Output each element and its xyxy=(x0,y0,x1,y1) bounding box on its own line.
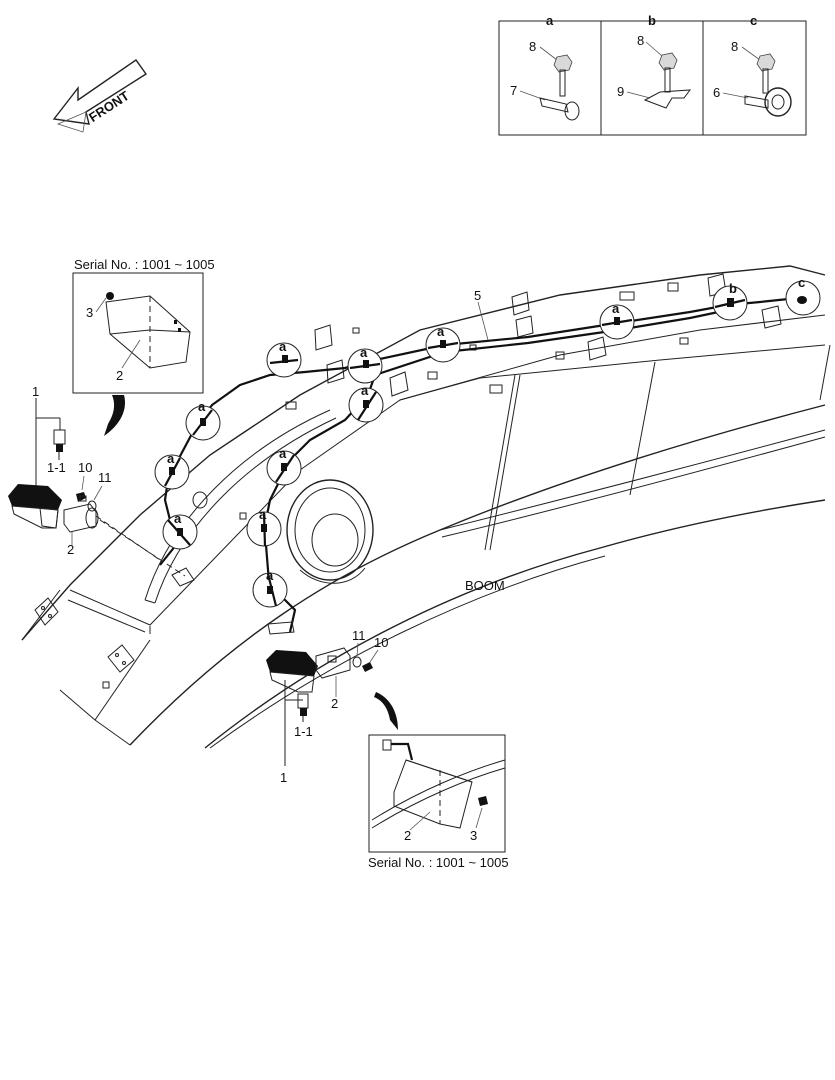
clip-label: a xyxy=(279,339,287,354)
clip-callout-a: a xyxy=(246,507,282,547)
arrow-pointer-icon xyxy=(374,692,398,730)
inset-upper: Serial No. : 1001 ~ 1005 3 2 xyxy=(72,257,215,436)
clip-callouts: a a a a b c xyxy=(154,275,821,608)
lamp-icon xyxy=(266,650,318,693)
boom-pin-boss xyxy=(286,479,374,584)
clip-label: a xyxy=(259,507,267,522)
clip-label: a xyxy=(612,301,620,316)
hinge-plate xyxy=(34,597,59,626)
clip-callout-a: a xyxy=(266,339,302,378)
detail-c-part-label: 6 xyxy=(713,85,720,100)
inset-upper-bracket-label: 2 xyxy=(116,368,123,383)
detail-b-bolt-label: 8 xyxy=(637,33,644,48)
left-lamp-assembly: 1 1-1 10 11 2 xyxy=(8,384,186,577)
grommet-clip-icon xyxy=(744,87,792,117)
clip-callout-a: a xyxy=(252,568,288,608)
bulb-icon xyxy=(297,693,309,722)
detail-header-a: a xyxy=(546,13,554,28)
right-lamp-label: 1 xyxy=(280,770,287,785)
arrow-pointer-icon xyxy=(104,395,126,436)
detail-column-c: c 8 6 xyxy=(713,13,792,117)
boom-label: BOOM xyxy=(465,578,505,593)
detail-a-part-label: 7 xyxy=(510,83,517,98)
right-bracket-label: 2 xyxy=(331,696,338,711)
detail-c-bolt-label: 8 xyxy=(731,39,738,54)
bolt-icon xyxy=(76,492,87,502)
clip-label: a xyxy=(360,345,368,360)
right-lamp-assembly: 11 10 2 1-1 1 xyxy=(266,621,398,785)
right-bulb-label: 1-1 xyxy=(294,724,313,739)
bolt-icon xyxy=(756,53,776,94)
detail-header-c: c xyxy=(750,13,757,28)
front-label: FRONT xyxy=(86,88,132,125)
bulb-icon xyxy=(53,429,66,460)
clip-callout-a: a xyxy=(185,399,221,441)
bolt-icon xyxy=(106,292,114,300)
inset-lower-bolt-label: 3 xyxy=(470,828,477,843)
clip-callout-a: a xyxy=(154,451,190,490)
clip-callout-a: a xyxy=(266,446,302,486)
clip-callout-a: a xyxy=(162,511,198,550)
right-washer-label: 11 xyxy=(352,628,366,643)
left-washer-label: 11 xyxy=(98,470,112,485)
washer-icon xyxy=(352,656,362,668)
clip-label: c xyxy=(798,275,805,290)
clip-callout-a: a xyxy=(599,301,635,340)
inset-lower-serial: Serial No. : 1001 ~ 1005 xyxy=(368,855,509,870)
front-arrow: FRONT xyxy=(52,59,147,133)
left-bracket-label: 2 xyxy=(67,542,74,557)
detail-column-a: a 8 7 xyxy=(510,13,580,121)
detail-column-b: b 8 9 xyxy=(617,13,692,109)
clip-label: a xyxy=(266,568,274,583)
bracket-clip-icon xyxy=(643,89,692,109)
clip-callout-a: a xyxy=(425,324,461,363)
clip-callout-c: c xyxy=(785,275,821,316)
inset-upper-serial: Serial No. : 1001 ~ 1005 xyxy=(74,257,215,272)
inset-lower: 2 3 Serial No. : 1001 ~ 1005 xyxy=(368,734,509,870)
detail-header-b: b xyxy=(648,13,656,28)
left-bulb-label: 1-1 xyxy=(47,460,66,475)
harness-label: 5 xyxy=(474,288,481,303)
inset-upper-bolt-label: 3 xyxy=(86,305,93,320)
detail-table: a 8 7 b 8 9 xyxy=(498,13,807,136)
cable-clip-icon xyxy=(539,97,580,121)
left-bolt-label: 10 xyxy=(78,460,92,475)
bracket-icon xyxy=(63,503,99,533)
bolt-icon xyxy=(362,662,373,672)
clip-label: a xyxy=(174,511,182,526)
clip-callout-b: b xyxy=(712,281,748,321)
left-lamp-label: 1 xyxy=(32,384,39,399)
clip-callout-a: a xyxy=(348,383,384,423)
bolt-icon xyxy=(478,796,488,806)
clip-label: a xyxy=(167,451,175,466)
washer-icon xyxy=(87,500,97,512)
clip-label: b xyxy=(729,281,737,296)
clip-label: a xyxy=(198,399,206,414)
clip-label: a xyxy=(437,324,445,339)
detail-b-part-label: 9 xyxy=(617,84,624,99)
right-bolt-label: 10 xyxy=(374,635,388,650)
bolt-icon xyxy=(553,54,573,97)
clip-label: a xyxy=(279,446,287,461)
bracket-icon xyxy=(315,647,351,679)
lamp-icon xyxy=(8,484,62,529)
hinge-plate xyxy=(171,567,195,587)
detail-a-bolt-label: 8 xyxy=(529,39,536,54)
inset-lower-bracket-label: 2 xyxy=(404,828,411,843)
clip-callout-a: a xyxy=(347,345,383,384)
clip-label: a xyxy=(361,383,369,398)
hinge-plate xyxy=(107,644,135,673)
